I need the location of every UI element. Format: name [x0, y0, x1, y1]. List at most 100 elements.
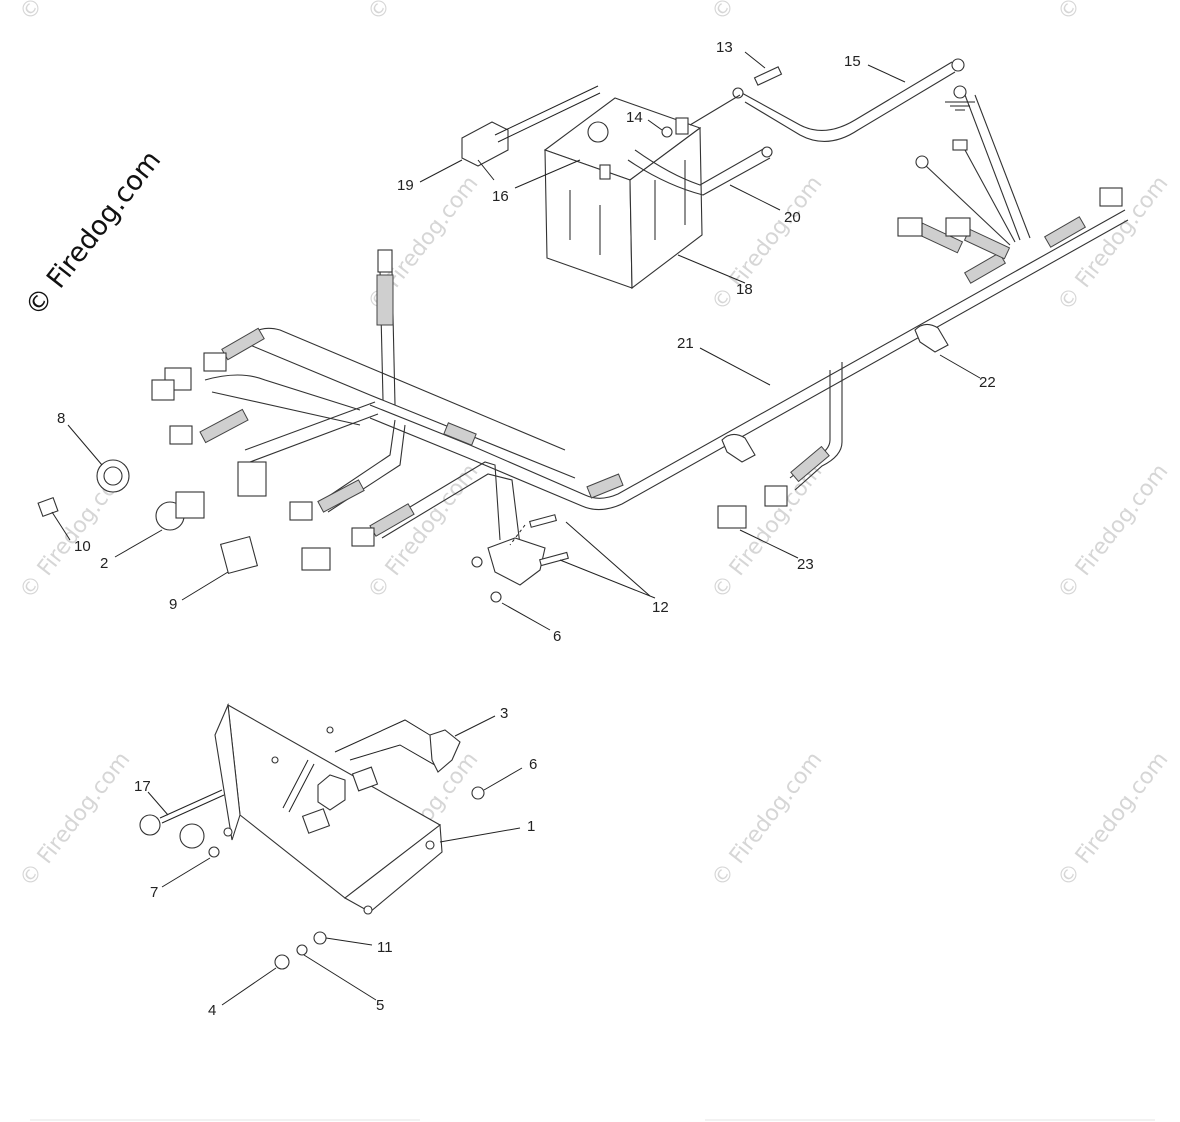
- starter-solenoid: [461, 85, 601, 181]
- callout-13: 13: [716, 39, 733, 56]
- key-10: [37, 496, 59, 518]
- callout-23: 23: [797, 556, 814, 573]
- corrugated-boot: [221, 327, 265, 361]
- callout-5: 5: [376, 997, 384, 1014]
- corrugated-boot: [790, 445, 830, 483]
- leader-12b: [565, 521, 651, 597]
- leader-15: [867, 64, 906, 83]
- harness-connectors: [164, 187, 1123, 571]
- callout-8: 8: [57, 410, 65, 427]
- callout-labels: 1 2 3 4 5 6 6 7 8 9 10 11 12 13 14 15 16…: [57, 39, 996, 1019]
- solenoid-rod: [494, 85, 599, 136]
- connector-socket: [151, 379, 175, 401]
- switch-2-body: [175, 491, 205, 519]
- connector-plug: [764, 485, 788, 507]
- ground-terminal: [952, 139, 968, 151]
- watermark-text: © Firedog.com: [15, 0, 135, 26]
- ground-wire: [964, 94, 1021, 241]
- connector-plug: [897, 217, 923, 237]
- plate-hole: [271, 756, 279, 764]
- battery-cables: [627, 58, 965, 196]
- plate-side: [214, 702, 241, 841]
- connector-plug: [1099, 187, 1123, 207]
- leader-13: [744, 51, 766, 69]
- cable-eyelet: [951, 58, 965, 72]
- harness-branch: [374, 461, 501, 541]
- harness-loop: [249, 327, 566, 451]
- screw-12: [528, 514, 558, 528]
- plate-slot: [282, 759, 309, 809]
- clip-center: [721, 433, 756, 463]
- washer-11: [313, 931, 327, 945]
- harness-trunk: [369, 209, 1126, 499]
- leader-21: [699, 347, 771, 386]
- cable-negative: [744, 71, 956, 142]
- ground-wire: [924, 164, 1011, 246]
- mounting-plate: [139, 702, 485, 970]
- solenoid-body: [461, 121, 509, 167]
- top-connector: [377, 249, 393, 273]
- callout-7: 7: [150, 884, 158, 901]
- plate-plug: [179, 823, 205, 849]
- leader-23: [739, 529, 799, 559]
- battery-side: [629, 126, 703, 290]
- nut-6-lower: [471, 786, 485, 800]
- harness-branch: [249, 413, 379, 463]
- battery-terminal: [599, 164, 611, 180]
- corrugated-boot: [1043, 216, 1087, 248]
- leader-8: [67, 424, 103, 466]
- callout-2: 2: [100, 555, 108, 572]
- callout-22: 22: [979, 374, 996, 391]
- ground-wires: [915, 85, 1031, 246]
- connector-plug: [945, 217, 971, 237]
- corrugated-boot: [963, 252, 1007, 284]
- ignition-switch-face: [103, 466, 123, 486]
- leader-10: [51, 511, 71, 541]
- harness-loop: [249, 344, 576, 479]
- watermark-text: © Firedog.com: [1053, 747, 1173, 891]
- main-harness: [199, 209, 1129, 546]
- harness-branch: [381, 473, 521, 546]
- plate-cutout: [301, 808, 331, 834]
- leader-1: [439, 827, 521, 843]
- corrugated-boot: [586, 473, 624, 499]
- callout-4: 4: [208, 1002, 216, 1019]
- plate-hole: [363, 905, 373, 915]
- harness-branch: [794, 362, 843, 491]
- battery-terminal-cap: [587, 121, 609, 143]
- leader-4: [221, 967, 277, 1006]
- cable-negative: [739, 61, 953, 131]
- plate-flange: [344, 823, 443, 913]
- cable-positive: [627, 157, 771, 196]
- solenoid-stud: [477, 159, 495, 181]
- watermark-text: © Firedog.com: [1053, 459, 1173, 603]
- harness-branch: [319, 419, 396, 503]
- switch-parts: [37, 379, 259, 575]
- battery: [543, 97, 703, 290]
- corrugated-boot: [199, 408, 249, 444]
- rod-17: [161, 794, 225, 824]
- leader-11: [325, 937, 373, 946]
- plate-hole: [425, 840, 435, 850]
- knob-17: [139, 814, 161, 836]
- connector-socket: [301, 547, 331, 571]
- nut-14: [661, 126, 673, 138]
- solenoid-rod: [497, 92, 601, 143]
- callout-16: 16: [492, 188, 509, 205]
- connector-plug: [169, 425, 193, 445]
- plate-cutout: [351, 766, 379, 792]
- callout-11: 11: [377, 939, 393, 956]
- cable-eyelet: [732, 87, 744, 99]
- bolt-13: [753, 66, 783, 86]
- leader-6a: [501, 602, 551, 631]
- watermark-main: © Firedog.com: [19, 145, 167, 322]
- rocker-switch-9: [219, 535, 259, 575]
- ground-wire: [964, 149, 1016, 243]
- ground-eyelet: [953, 85, 967, 99]
- ground-wire: [974, 94, 1031, 239]
- clip-22: [914, 323, 949, 353]
- leader-lines: [51, 51, 981, 1006]
- watermark-text: © Firedog.com: [15, 747, 135, 891]
- leader-6b: [483, 767, 523, 791]
